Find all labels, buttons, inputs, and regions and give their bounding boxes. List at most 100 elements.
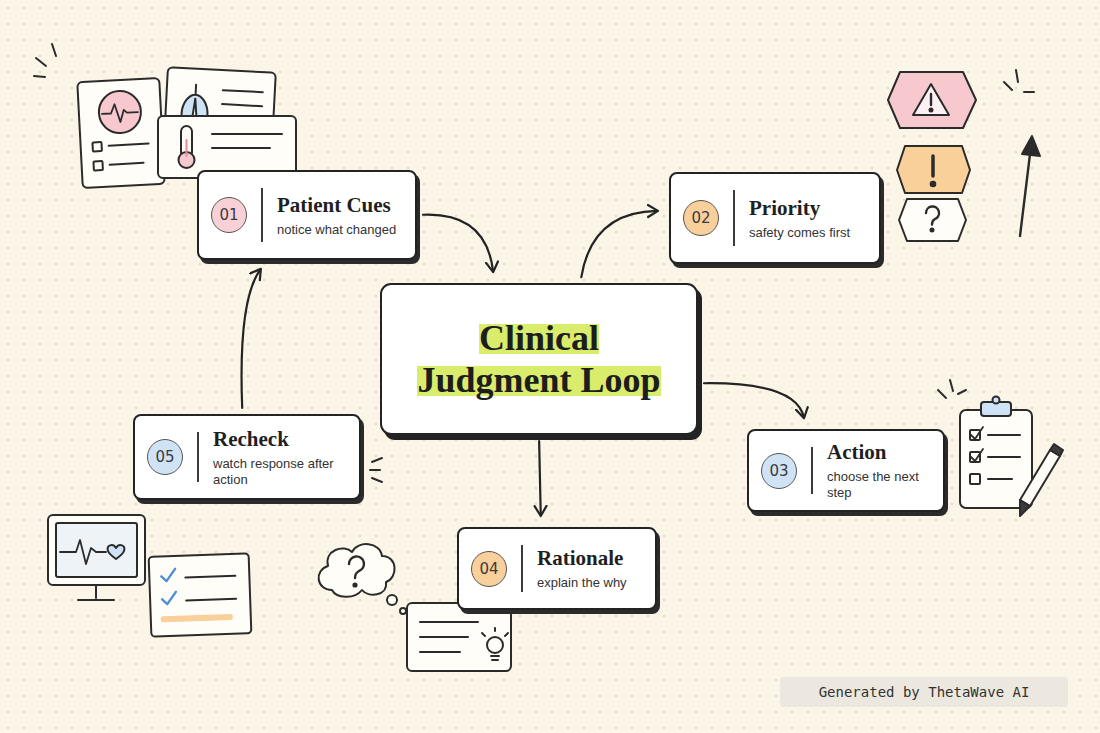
heart-card-part: [110, 163, 144, 165]
idea-card-part: [492, 659, 498, 661]
warning-sign-part: [888, 72, 976, 128]
step-text: Actionchoose the next step: [827, 440, 943, 500]
step-heading: Priority: [749, 196, 850, 220]
heart-card-part: [93, 161, 102, 170]
question-sign-part: [926, 207, 939, 225]
spark-lines: [938, 380, 966, 398]
heart-card: [77, 78, 164, 188]
thermometer-card-part: [186, 140, 188, 156]
alert-sign: [897, 146, 970, 193]
thermometer-card-part: [212, 133, 282, 135]
idea-card-part: [491, 655, 499, 657]
idea-card: [407, 603, 511, 671]
heart-card-part: [109, 144, 149, 146]
heart-monitor-part: [108, 545, 125, 559]
spark-lines: [34, 44, 56, 77]
step-description: notice what changed: [277, 222, 396, 238]
heart-monitor: [48, 515, 145, 600]
clipboard-part: [988, 456, 1020, 458]
step-heading: Action: [827, 440, 943, 464]
checklist-card-part: [162, 592, 176, 604]
heart-card-part: [77, 78, 164, 188]
alert-sign-part: [897, 146, 970, 193]
step-number: 04: [471, 551, 507, 587]
thought-bubble-part: [349, 556, 364, 578]
step-number: 02: [683, 200, 719, 236]
idea-card-part: [420, 636, 468, 638]
flow-arrow: [581, 211, 657, 277]
step-description: safety comes first: [749, 225, 850, 241]
thought-bubble: [319, 544, 406, 614]
step-text: Priority safety comes first: [749, 196, 850, 241]
step-box: 05 Recheck watch response after action: [133, 414, 361, 500]
step-box: 03 Actionchoose the next step: [747, 429, 945, 512]
warning-sign: [888, 72, 976, 128]
spark-lines-part: [372, 458, 382, 462]
warning-sign-part: [930, 109, 933, 112]
step-text: Patient Cues notice what changed: [277, 193, 396, 238]
spark-lines-part: [1024, 91, 1034, 93]
idea-card-part: [505, 633, 508, 636]
divider-line: [521, 545, 523, 592]
flow-arrow: [242, 270, 261, 408]
checklist-card-part: [186, 599, 236, 601]
idea-card-part: [420, 651, 460, 653]
idea-card-part: [482, 633, 485, 636]
checklist-card-part: [185, 576, 235, 578]
clipboard-part: [971, 449, 983, 461]
step-number: 01: [211, 197, 247, 233]
spark-lines-part: [34, 76, 45, 77]
clipboard-part: [970, 474, 980, 484]
spark-lines-part: [372, 478, 382, 482]
heart-monitor-part: [60, 540, 106, 564]
heart-monitor-part: [78, 599, 114, 601]
idea-card-part: [407, 603, 511, 671]
step-description: watch response after action: [213, 456, 359, 487]
lungs-card-part: [222, 104, 262, 106]
step-number: 03: [761, 453, 797, 489]
divider-line: [261, 188, 263, 242]
spark-lines: [1004, 70, 1034, 92]
idea-card-part: [494, 628, 496, 631]
step-number: 05: [147, 439, 183, 475]
step-heading: Recheck: [213, 427, 359, 451]
divider-line: [733, 190, 735, 246]
heart-card-part: [102, 103, 139, 123]
checklist-card-part: [149, 553, 252, 636]
clipboard-part: [988, 434, 1020, 436]
flow-arrow: [539, 441, 541, 515]
step-heading: Patient Cues: [277, 193, 396, 217]
spark-lines: [370, 458, 382, 482]
warning-sign-part: [913, 84, 949, 115]
step-text: Recheck watch response after action: [213, 427, 359, 487]
spark-lines-part: [958, 390, 966, 394]
hub-box: Clinical Judgment Loop: [380, 283, 698, 435]
spark-lines-part: [36, 58, 46, 66]
heart-card-part: [92, 142, 101, 151]
idea-card-part: [420, 621, 478, 623]
alert-sign-part: [931, 182, 936, 187]
clipboard-part: [971, 427, 983, 439]
spark-lines-part: [1016, 70, 1018, 82]
heart-monitor-part: [56, 523, 137, 577]
watermark: Generated by ThetaWave AI: [780, 677, 1068, 707]
pen-part: [1050, 444, 1063, 456]
question-sign: [899, 199, 966, 241]
step-text: Rationaleexplain the why: [537, 546, 627, 591]
clipboard: [960, 397, 1032, 509]
question-sign-part: [899, 199, 966, 241]
pen-part: [1020, 450, 1060, 506]
heart-monitor-part: [48, 515, 145, 585]
step-box: 04 Rationaleexplain the why: [457, 527, 657, 610]
spark-lines-part: [938, 390, 946, 398]
thought-bubble-part: [353, 583, 356, 586]
heart-card-part: [98, 90, 142, 134]
thought-bubble-part: [319, 544, 395, 597]
thought-bubble-part: [387, 595, 397, 605]
heart-monitor-part: [95, 585, 97, 598]
thermometer-card-part: [158, 116, 296, 178]
divider-line: [811, 447, 813, 494]
pen-part: [1020, 500, 1030, 516]
hub-title-wrap: Clinical Judgment Loop: [411, 317, 667, 402]
